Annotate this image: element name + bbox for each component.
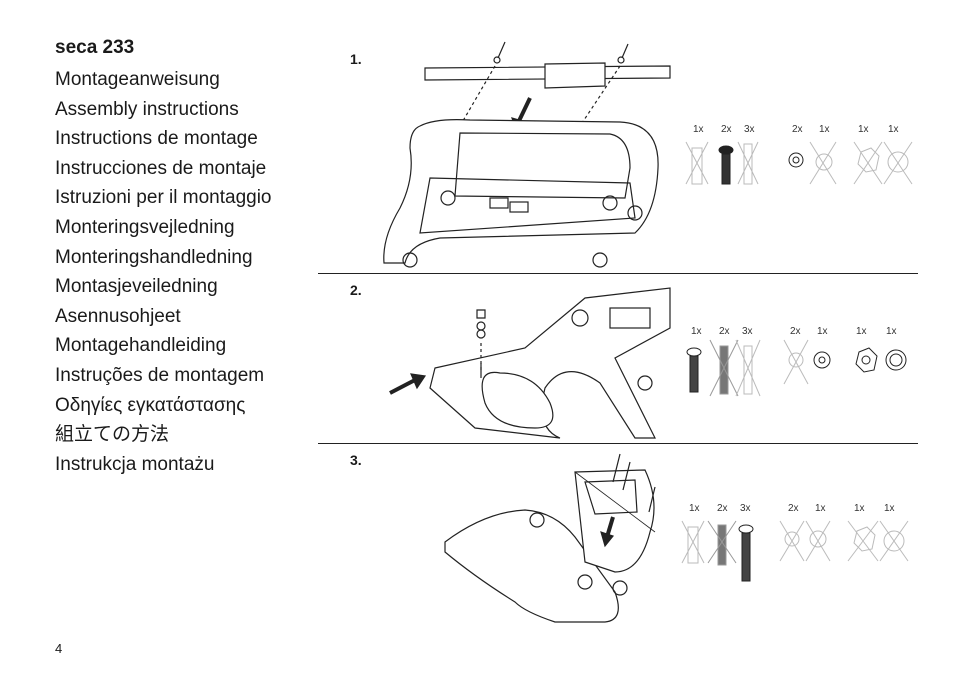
step-divider bbox=[318, 443, 918, 444]
step-2-qty-washer-b: 1x bbox=[817, 326, 828, 337]
screw-icon bbox=[685, 141, 709, 185]
language-item: Monteringshandledning bbox=[55, 246, 253, 268]
step-2-qty-washer-a: 2x bbox=[790, 326, 801, 337]
language-item: Οδηγίες εγκατάστασης bbox=[55, 394, 246, 416]
language-item: Instructions de montage bbox=[55, 128, 258, 150]
language-item: Montasjeveiledning bbox=[55, 276, 218, 298]
screw-icon bbox=[686, 347, 702, 393]
step-1-qty-washer-b: 1x bbox=[819, 124, 830, 135]
cap-icon bbox=[879, 520, 909, 562]
step-2-hardware bbox=[686, 339, 907, 397]
step-1-qty-screw-c: 3x bbox=[744, 124, 755, 135]
step-1-qty-screw-a: 1x bbox=[693, 124, 704, 135]
washer-icon bbox=[783, 339, 809, 385]
step-2-qty-cap: 1x bbox=[886, 326, 897, 337]
washer-icon bbox=[805, 520, 831, 562]
step-3-hardware bbox=[681, 520, 909, 582]
language-item: Assembly instructions bbox=[55, 98, 239, 120]
page-number: 4 bbox=[55, 641, 63, 656]
step-2-qty-screw-c: 3x bbox=[742, 326, 753, 337]
step-3-qty-washer-a: 2x bbox=[788, 503, 799, 514]
product-title: seca 233 bbox=[55, 37, 135, 58]
language-item: Asennusohjeet bbox=[55, 305, 181, 327]
step-2-qty-nut: 1x bbox=[856, 326, 867, 337]
cap-icon bbox=[885, 349, 907, 371]
step-2-qty-screw-a: 1x bbox=[691, 326, 702, 337]
language-item: Monteringsvejledning bbox=[55, 216, 235, 238]
screw-icon bbox=[735, 339, 761, 397]
cap-icon bbox=[883, 141, 913, 185]
screw-icon bbox=[718, 145, 734, 185]
step-1-label: 1. bbox=[350, 51, 362, 67]
step-1-hardware bbox=[685, 141, 913, 185]
washer-icon bbox=[813, 351, 831, 369]
step-3-qty-nut: 1x bbox=[854, 503, 865, 514]
language-item: Instrucciones de montaje bbox=[55, 157, 267, 179]
step-3-qty-cap: 1x bbox=[884, 503, 895, 514]
screw-icon bbox=[707, 520, 737, 566]
language-list: seca 233 Montageanweisung Assembly instr… bbox=[55, 36, 315, 479]
language-item: Montagehandleiding bbox=[55, 335, 227, 357]
language-item: Instrukcja montażu bbox=[55, 453, 215, 475]
step-2-label: 2. bbox=[350, 282, 362, 298]
nut-icon bbox=[847, 520, 879, 562]
washer-icon bbox=[779, 520, 805, 562]
step-3-qty-screw-c: 3x bbox=[740, 503, 751, 514]
washer-icon bbox=[809, 141, 837, 185]
screw-icon bbox=[737, 141, 759, 185]
step-1-qty-nut: 1x bbox=[858, 124, 869, 135]
step-divider bbox=[318, 273, 918, 274]
nut-icon bbox=[855, 347, 878, 373]
step-3-qty-screw-a: 1x bbox=[689, 503, 700, 514]
language-item: Istruzioni per il montaggio bbox=[55, 187, 272, 209]
step-3-label: 3. bbox=[350, 452, 362, 468]
language-item: Instruções de montagem bbox=[55, 364, 265, 386]
step-1-qty-washer-a: 2x bbox=[792, 124, 803, 135]
screw-icon bbox=[681, 520, 705, 564]
screw-icon bbox=[709, 339, 739, 397]
screw-icon bbox=[738, 524, 754, 582]
step-3-qty-washer-b: 1x bbox=[815, 503, 826, 514]
step-1-illustration bbox=[383, 41, 671, 268]
step-2-illustration bbox=[389, 287, 671, 439]
nut-icon bbox=[853, 141, 883, 185]
language-item: Montageanweisung bbox=[55, 69, 220, 90]
washer-icon bbox=[788, 152, 804, 168]
step-1-qty-cap: 1x bbox=[888, 124, 899, 135]
step-3-qty-screw-b: 2x bbox=[717, 503, 728, 514]
step-3-illustration bbox=[444, 453, 656, 623]
language-item: 組立ての方法 bbox=[55, 424, 170, 446]
step-1-qty-screw-b: 2x bbox=[721, 124, 732, 135]
step-2-qty-screw-b: 2x bbox=[719, 326, 730, 337]
